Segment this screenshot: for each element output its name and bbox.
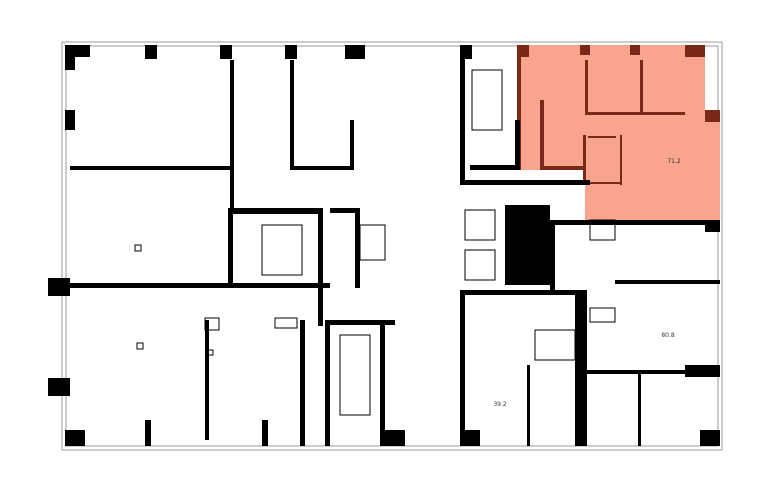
walls	[48, 45, 720, 446]
apartment-area-label: 71.2	[667, 158, 681, 165]
apartment-area-label: 39.2	[493, 401, 507, 408]
apartment-selected-fill[interactable]	[517, 45, 720, 220]
apartment-selected[interactable]: 71.2	[517, 45, 720, 220]
apartment-area-label: 80.8	[661, 332, 675, 339]
fixtures	[134, 69, 616, 416]
